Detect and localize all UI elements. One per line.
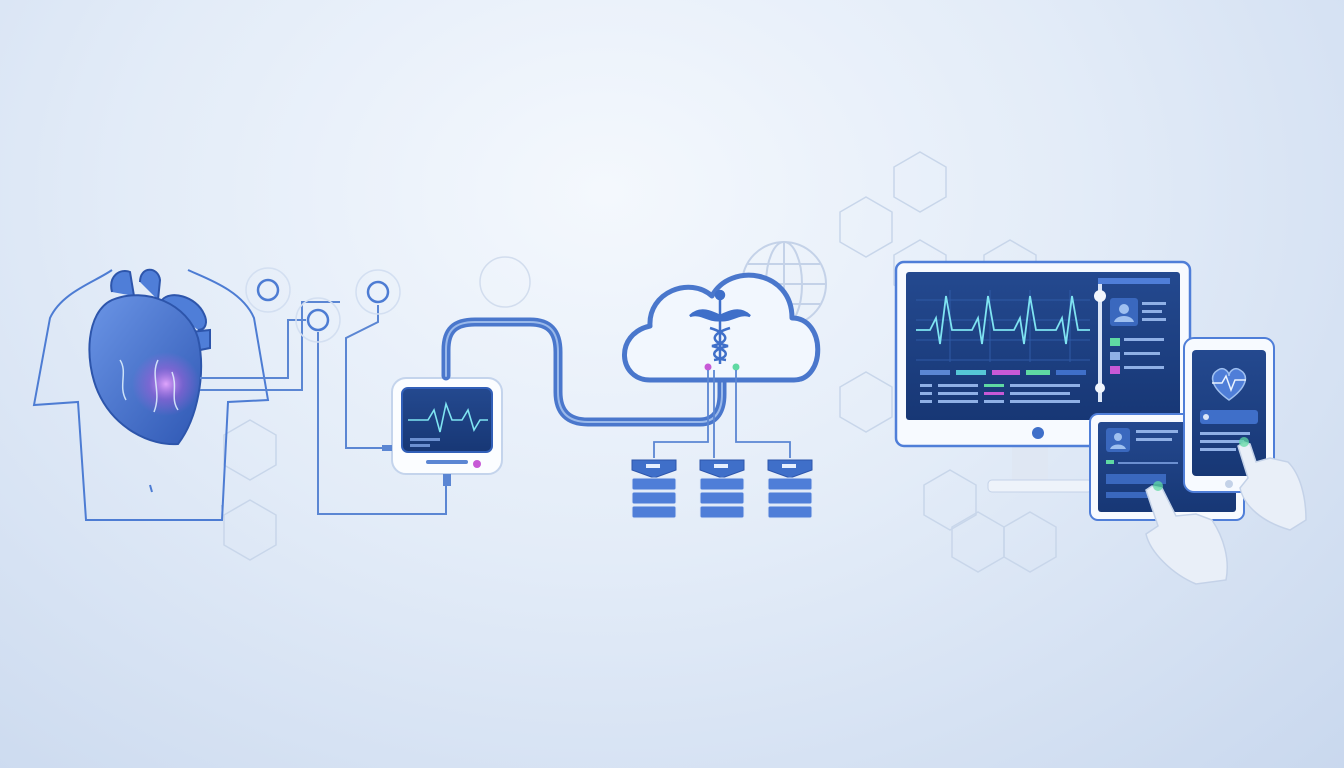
database-connectors — [653, 370, 791, 458]
navel-mark — [149, 484, 153, 493]
decorative-ring — [479, 256, 531, 308]
caduceus-icon — [689, 289, 751, 364]
database-2 — [699, 459, 745, 519]
medical-cloud — [622, 272, 821, 383]
hand-pointer-icon — [1145, 441, 1307, 585]
monitoring-dashboard — [894, 260, 1192, 493]
database-1 — [631, 459, 677, 519]
database-icon — [631, 459, 813, 519]
database-3 — [767, 459, 813, 519]
data-cable-highlight — [445, 321, 723, 423]
touch-point — [1239, 437, 1249, 447]
data-table — [920, 384, 1080, 403]
ecg-waveform — [916, 295, 1090, 345]
heartbeat-icon — [1211, 367, 1247, 401]
avatar-icon — [1110, 298, 1138, 326]
portable-ecg-monitor — [382, 377, 503, 486]
hexagon-pattern — [223, 151, 1057, 573]
heart-icon — [88, 268, 211, 446]
touch-point — [1153, 481, 1163, 491]
torso-outline — [32, 269, 270, 521]
ecg-sensor-leads — [200, 267, 447, 515]
